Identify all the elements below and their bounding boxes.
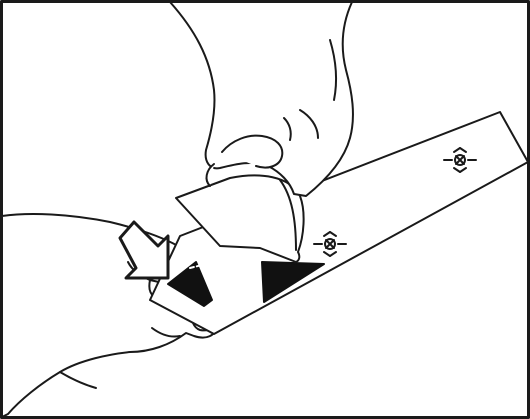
instruction-illustration [0,0,530,419]
illustration-canvas [0,0,530,419]
